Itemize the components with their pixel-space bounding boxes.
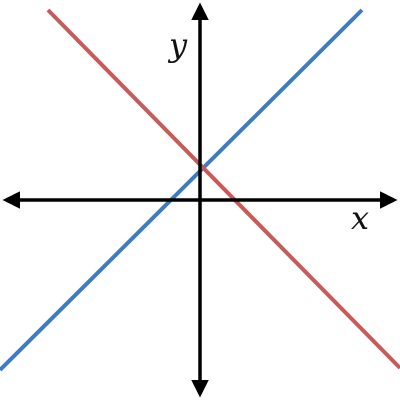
series-line-2 bbox=[46, 8, 400, 370]
x-axis-label: x bbox=[351, 199, 369, 237]
series-layer bbox=[0, 8, 400, 372]
y-axis-label: y bbox=[167, 26, 188, 64]
series-line-1 bbox=[0, 8, 364, 372]
